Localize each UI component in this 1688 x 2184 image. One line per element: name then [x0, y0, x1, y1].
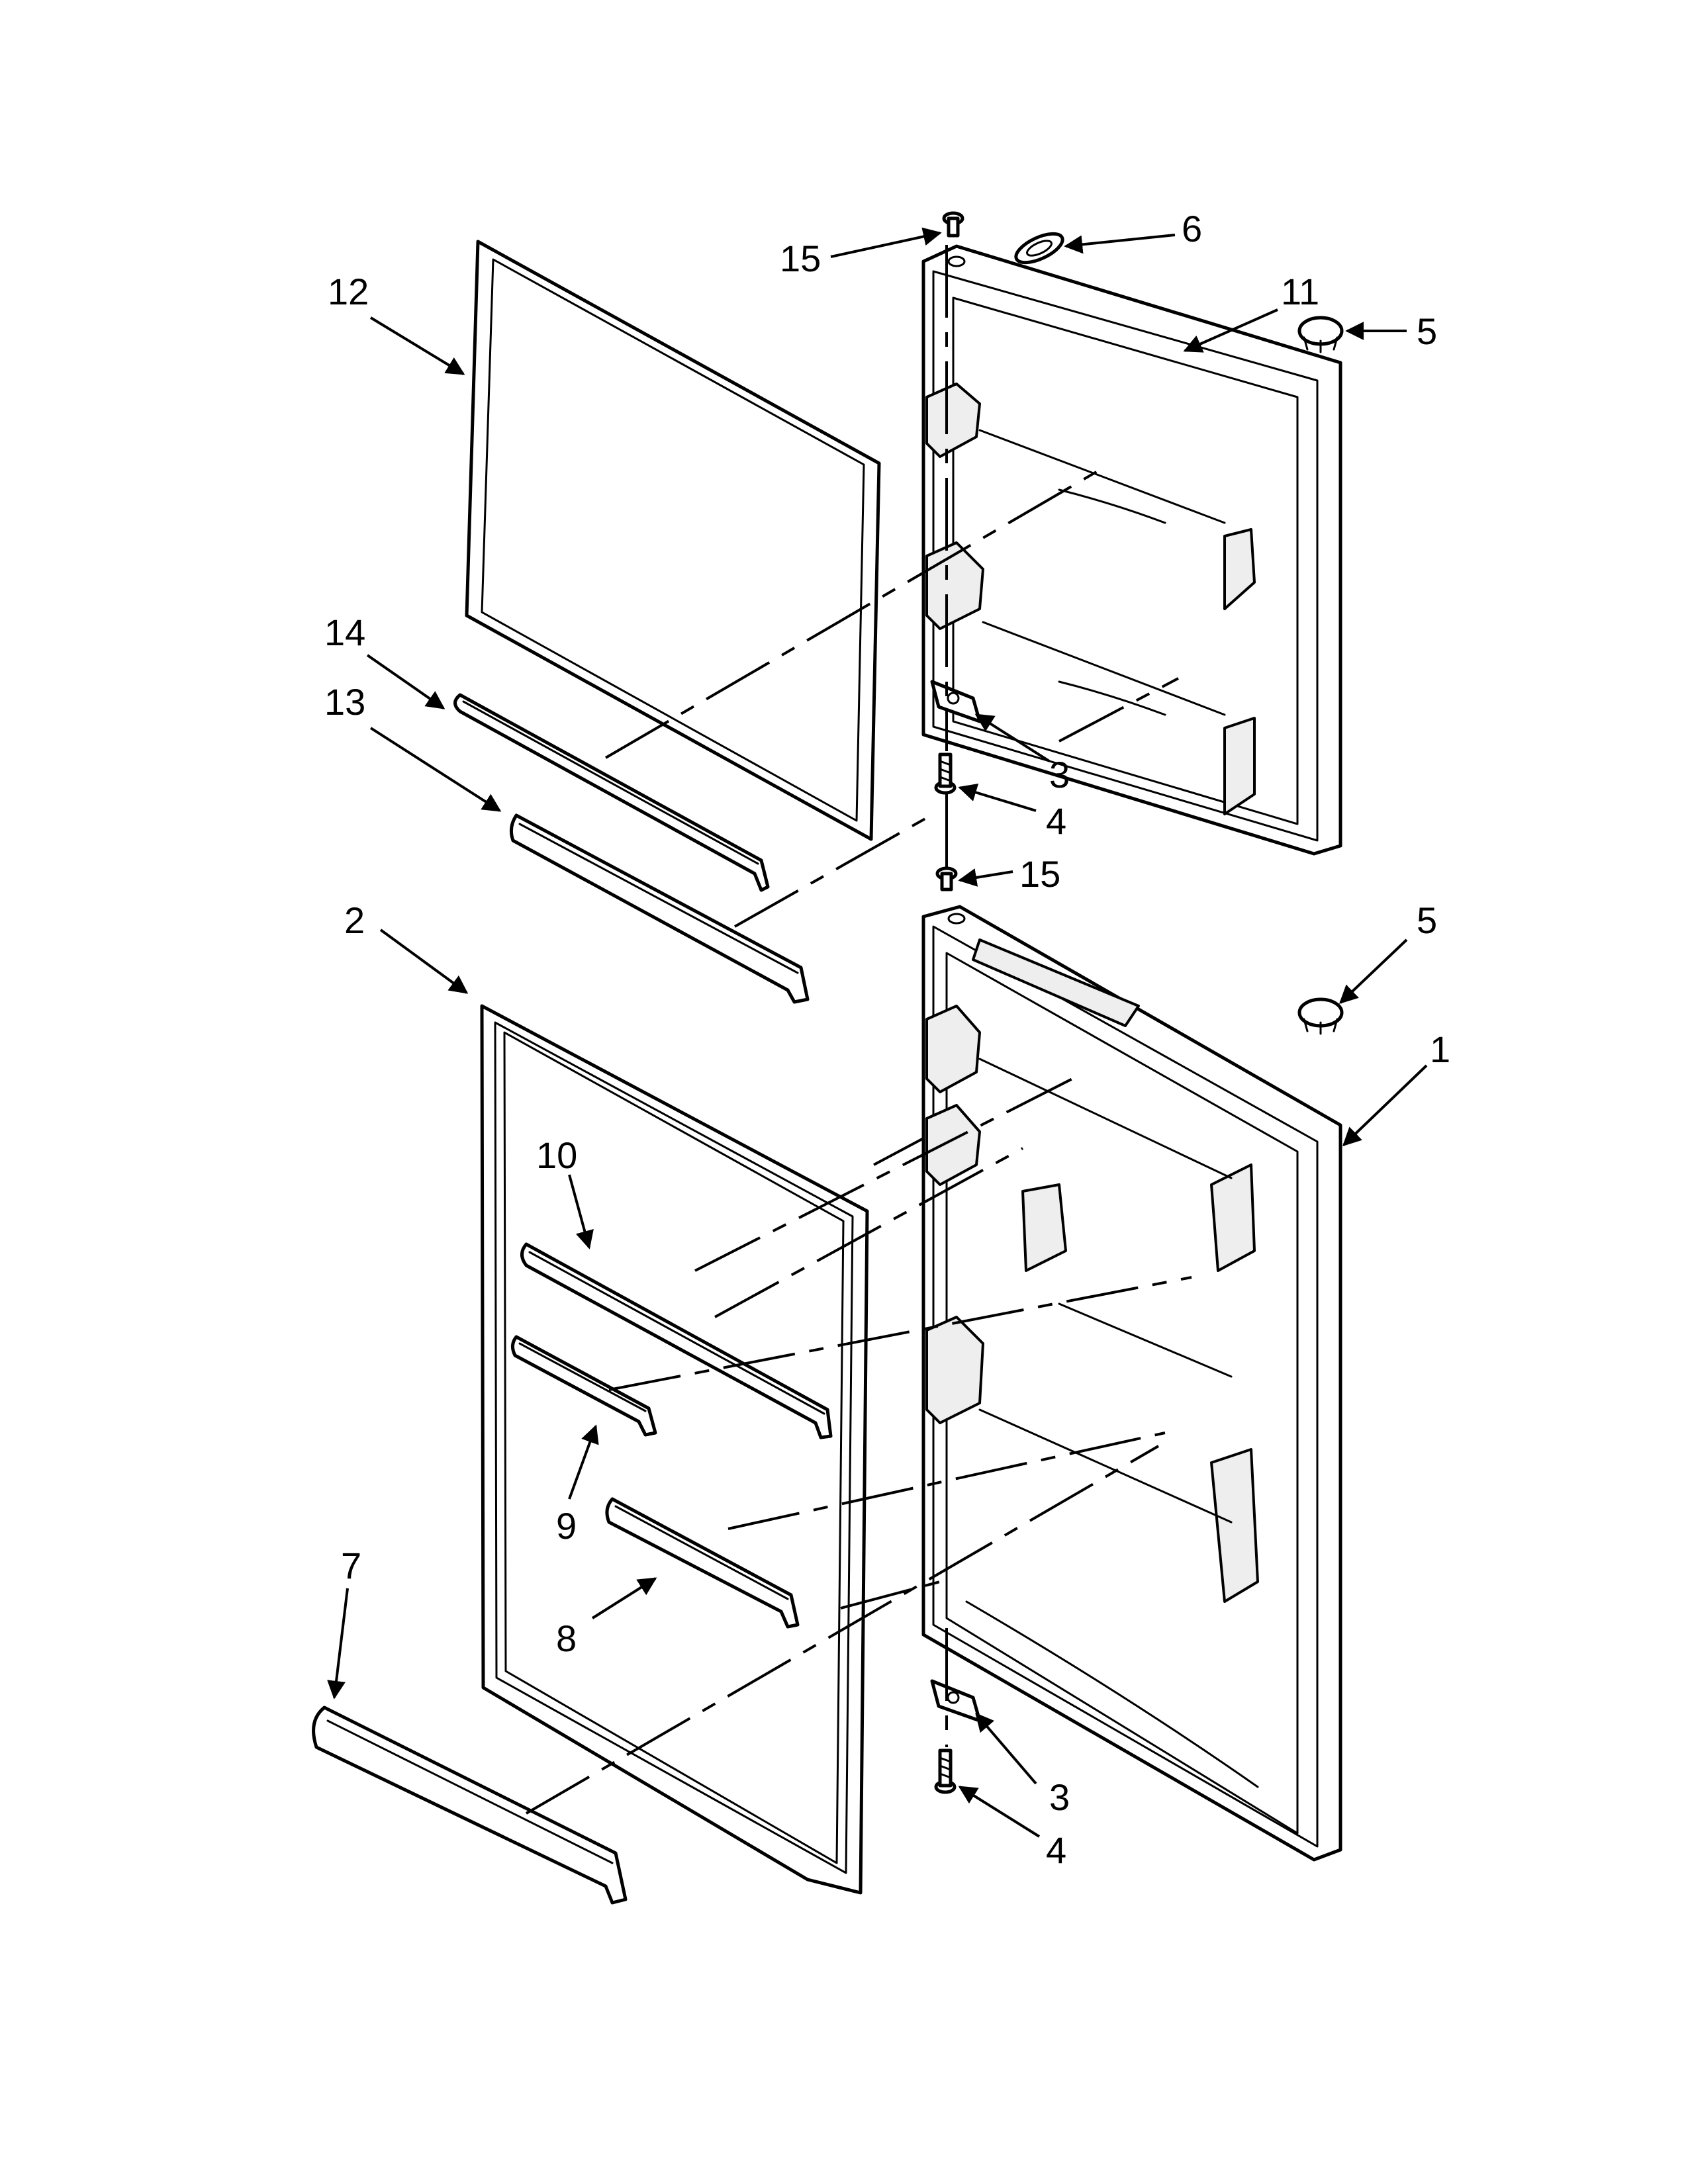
callout-5-upper: 5: [1417, 310, 1437, 352]
hinge-screw-lower: [934, 1749, 957, 1794]
door-shelf-rail-short: [511, 1335, 657, 1437]
callout-15-lower: 15: [1019, 853, 1060, 895]
freezer-door-rail-upper: [453, 693, 770, 892]
callout-4-lower: 4: [1046, 1829, 1066, 1871]
callout-6: 6: [1182, 208, 1202, 250]
fresh-food-door: [921, 905, 1342, 1862]
hinge-pin-upper: [942, 211, 964, 238]
freezer-door: [921, 244, 1342, 856]
freezer-door-rail-lower: [509, 813, 810, 1004]
callout-1: 1: [1430, 1028, 1450, 1070]
callout-14: 14: [324, 612, 365, 653]
leader-arrows: [327, 227, 1428, 1838]
freezer-door-gasket: [465, 240, 881, 841]
callout-3-upper: 3: [1049, 754, 1070, 796]
hinge-screw-upper: [934, 752, 957, 795]
upper-alignment-lines: [604, 245, 1179, 928]
callout-8: 8: [556, 1617, 577, 1659]
hole-plug-upper: [1297, 316, 1344, 353]
hinge-pin-lower: [935, 866, 958, 891]
callout-7: 7: [341, 1545, 361, 1586]
callout-5-lower: 5: [1417, 899, 1437, 941]
callout-11: 11: [1281, 271, 1319, 312]
callout-3-lower: 3: [1049, 1776, 1070, 1818]
door-shelf-rail-mid: [605, 1497, 800, 1629]
callout-2: 2: [344, 899, 365, 941]
callout-10: 10: [536, 1134, 577, 1176]
callout-15-upper: 15: [780, 238, 821, 279]
hole-plug-lower: [1297, 997, 1344, 1035]
callout-9: 9: [556, 1505, 577, 1547]
callout-13: 13: [324, 681, 365, 723]
washer: [1014, 232, 1064, 265]
callout-4-upper: 4: [1046, 800, 1066, 842]
door-shelf-rail-long: [520, 1242, 833, 1439]
hinge-bracket-lower: [930, 1679, 982, 1723]
callout-12: 12: [328, 271, 369, 312]
door-bottom-trim: [312, 1706, 628, 1905]
lower-alignment-lines: [525, 1077, 1192, 1815]
callout-labels: 15 6 11 5 12 14 13 3 4 15 5 1 2 10 9 8 7…: [324, 208, 1450, 1871]
